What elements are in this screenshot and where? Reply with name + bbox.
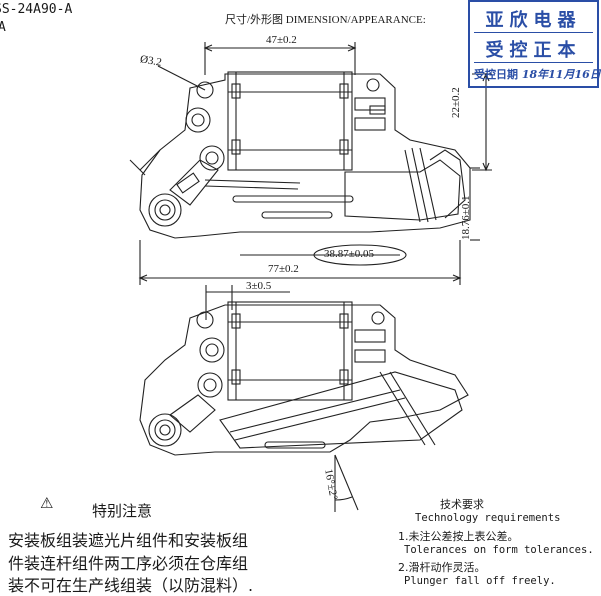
tech-title-en: Technology requirements bbox=[415, 512, 561, 524]
tech-item-4: Plunger fall off freely. bbox=[404, 575, 556, 587]
warning-triangle-icon: ⚠ bbox=[40, 494, 54, 512]
dim-height-right: 22±0.2 bbox=[450, 87, 462, 118]
tech-title-cn: 技术要求 bbox=[440, 498, 484, 511]
part-number: SS-24A90-A bbox=[0, 2, 73, 17]
bottom-view bbox=[139, 285, 469, 512]
notice-line-3: 装不可在生产线组装（以防混料）. bbox=[8, 576, 254, 595]
tech-item-1: 1.未注公差按上表公差。 bbox=[398, 530, 519, 543]
dim-offset: 3±0.5 bbox=[246, 280, 272, 292]
dim-mid-width: 38.87±0.05 bbox=[324, 248, 375, 260]
dim-height-right2: 18.76±0.1 bbox=[460, 195, 472, 240]
tech-item-3: 2.滑杆动作灵活。 bbox=[398, 561, 486, 574]
stamp-date-label: 受控日期 bbox=[474, 68, 518, 81]
stamp-company: 亚欣电器 bbox=[485, 10, 582, 31]
notice-line-1: 安装板组装遮光片组件和安装板组 bbox=[8, 531, 249, 550]
tech-item-2: Tolerances on form tolerances. bbox=[404, 544, 594, 556]
notice-title: 特别注意 bbox=[92, 502, 153, 520]
dim-overall-length: 77±0.2 bbox=[268, 263, 299, 275]
stamp-controlled: 受控正本 bbox=[485, 40, 582, 61]
dim-top-width: 47±0.2 bbox=[266, 34, 297, 46]
drawing-title: 尺寸/外形图 DIMENSION/APPEARANCE: bbox=[225, 14, 426, 26]
part-number-line2: A bbox=[0, 20, 6, 35]
notice-line-2: 件装连杆组件两工序必须在仓库组 bbox=[8, 554, 249, 573]
top-view bbox=[129, 42, 492, 285]
stamp-date-value: 18年11月16日 bbox=[521, 68, 601, 81]
control-stamp: 亚欣电器 受控正本 受控日期 18年11月16日 bbox=[468, 0, 601, 88]
